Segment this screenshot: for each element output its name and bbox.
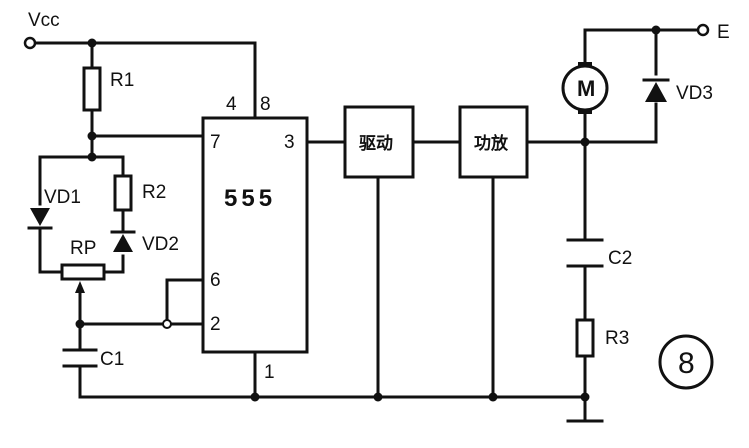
rp-label: RP — [70, 238, 96, 259]
figure-number-circle — [658, 334, 714, 390]
amplifier-block — [458, 105, 529, 179]
r2-label: R2 — [142, 182, 166, 203]
r3-label: R3 — [605, 328, 629, 349]
vcc-terminal — [23, 36, 37, 50]
e-terminal — [696, 23, 710, 37]
ic-pin-8: 8 — [260, 94, 271, 115]
e-label: E — [717, 22, 730, 43]
diode-vd3 — [642, 78, 670, 102]
ic-pin-4: 4 — [226, 94, 237, 115]
capacitor-c2 — [566, 238, 604, 268]
c1-label: C1 — [100, 349, 124, 370]
capacitor-c1 — [62, 348, 98, 368]
motor-label: M — [577, 76, 595, 101]
c2-label: C2 — [608, 248, 632, 269]
vd1-label: VD1 — [44, 187, 81, 208]
vd3-label: VD3 — [676, 83, 713, 104]
ic-pin-6: 6 — [210, 270, 221, 291]
diode-vd1 — [27, 208, 53, 230]
resistor-r3 — [575, 318, 595, 358]
ic-pin-2: 2 — [210, 314, 221, 335]
resistor-r2 — [113, 174, 133, 212]
ic-name: 555 — [224, 185, 276, 212]
driver-label: 驱动 — [359, 134, 393, 154]
rp-wiper-arrow — [75, 281, 85, 293]
ic-pin-3: 3 — [284, 132, 295, 153]
motor — [561, 62, 609, 114]
vcc-label: Vcc — [28, 10, 60, 31]
r1-label: R1 — [110, 70, 134, 91]
junctions — [75, 25, 661, 402]
driver-block — [343, 105, 415, 179]
wires — [34, 28, 699, 422]
ic-555 — [201, 116, 309, 354]
diode-vd2 — [110, 230, 136, 252]
ic-pin-1: 1 — [264, 362, 275, 383]
potentiometer-rp — [60, 263, 106, 281]
amplifier-label: 功放 — [474, 133, 509, 154]
vd2-label: VD2 — [142, 234, 179, 255]
ic-pin-7: 7 — [210, 132, 221, 153]
resistor-r1 — [82, 66, 102, 112]
figure-number: 8 — [678, 347, 695, 380]
